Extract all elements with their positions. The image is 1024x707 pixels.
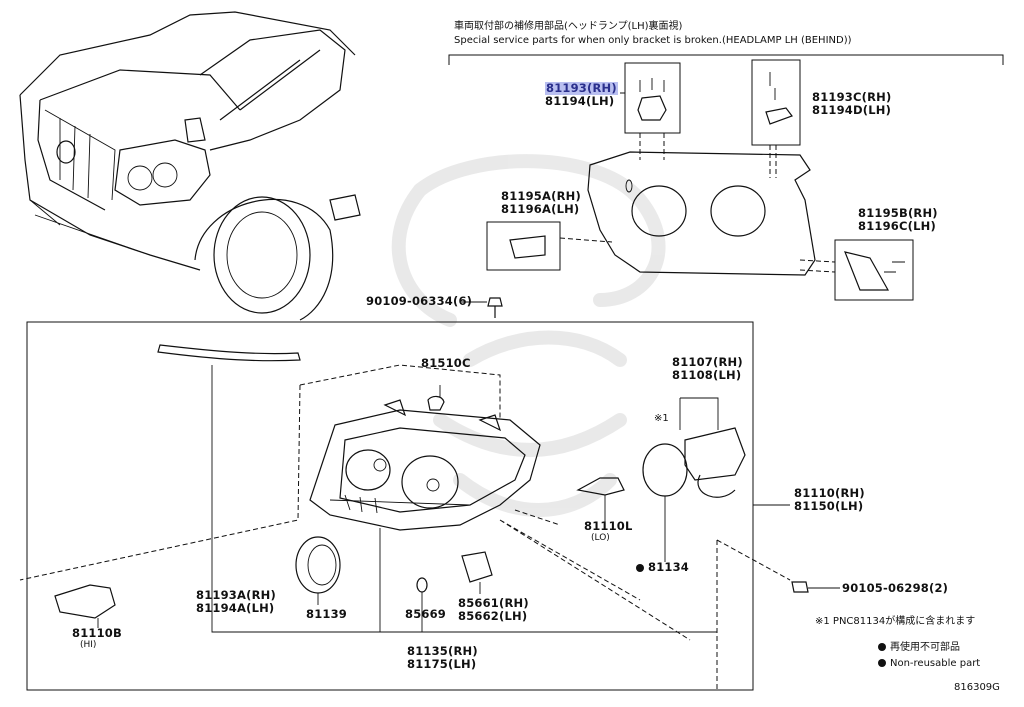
part-number-90109[interactable]: 90109-06334(6) <box>366 294 473 308</box>
part-label-81195b[interactable]: 81195B(RH) 81196C(LH) <box>858 207 938 233</box>
part-number-81107[interactable]: 81107(RH) <box>672 355 743 369</box>
part-sub-lo: (LO) <box>591 533 610 543</box>
part-number-81150[interactable]: 81150(LH) <box>794 499 864 513</box>
legend-en: Non-reusable part <box>878 657 980 670</box>
main-assembly-box <box>19 321 840 691</box>
bolt-90109 <box>462 297 503 318</box>
part-number-81510c[interactable]: 81510C <box>421 356 471 370</box>
part-number-81194[interactable]: 81194(LH) <box>545 94 615 108</box>
diagram-id: 816309G <box>954 682 1000 693</box>
part-label-81110[interactable]: 81110(RH) 81150(LH) <box>794 487 865 513</box>
part-number-90105[interactable]: 90105-06298(2) <box>842 581 949 595</box>
part-number-81195b[interactable]: 81195B(RH) <box>858 206 938 220</box>
part-number-81175[interactable]: 81175(LH) <box>407 657 477 671</box>
bracket-section-title-jp: 車両取付部の補修用部品(ヘッドランプ(LH)裏面視) <box>454 21 683 32</box>
part-number-81110l[interactable]: 81110L <box>584 519 633 533</box>
bracket-section <box>448 54 1004 301</box>
legend-jp: 再使用不可部品 <box>878 641 960 654</box>
part-number-81135[interactable]: 81135(RH) <box>407 644 478 658</box>
part-number-81196c[interactable]: 81196C(LH) <box>858 219 936 233</box>
part-number-81194a[interactable]: 81194A(LH) <box>196 601 275 615</box>
part-number-81195a[interactable]: 81195A(RH) <box>501 189 581 203</box>
vehicle-front-illustration <box>19 11 361 321</box>
part-number-81110[interactable]: 81110(RH) <box>794 486 865 500</box>
part-label-81193c[interactable]: 81193C(RH) 81194D(LH) <box>812 91 891 117</box>
part-label-81195a[interactable]: 81195A(RH) 81196A(LH) <box>501 190 581 216</box>
part-number-85661[interactable]: 85661(RH) <box>458 596 529 610</box>
part-number-81139[interactable]: 81139 <box>306 607 348 621</box>
part-number-81108[interactable]: 81108(LH) <box>672 368 742 382</box>
part-sub-hi: (HI) <box>80 640 97 650</box>
part-number-85669[interactable]: 85669 <box>405 607 447 621</box>
part-label-81134[interactable]: 81134 <box>636 561 689 574</box>
bracket-section-title-en: Special service parts for when only brac… <box>454 35 852 46</box>
part-label-81135[interactable]: 81135(RH) 81175(LH) <box>407 645 478 671</box>
part-number-81193[interactable]: 81193(RH) <box>545 81 618 95</box>
part-label-81107[interactable]: 81107(RH) 81108(LH) <box>672 356 743 382</box>
part-label-81193[interactable]: 81193(RH) 81194(LH) <box>545 82 618 108</box>
part-label-85661[interactable]: 85661(RH) 85662(LH) <box>458 597 529 623</box>
non-reusable-dot-icon <box>636 563 644 572</box>
part-number-81193a[interactable]: 81193A(RH) <box>196 588 276 602</box>
pnc-note: ※1 PNC81134が構成に含まれます <box>815 616 976 627</box>
watermark-logo <box>391 154 666 517</box>
legend-jp-text: 再使用不可部品 <box>890 642 960 653</box>
part-number-81110b[interactable]: 81110B <box>72 626 122 640</box>
part-number-81134[interactable]: 81134 <box>648 560 690 574</box>
legend-dot-icon <box>878 643 886 651</box>
part-number-81196a[interactable]: 81196A(LH) <box>501 202 580 216</box>
part-label-81193a[interactable]: 81193A(RH) 81194A(LH) <box>196 589 276 615</box>
part-number-85662[interactable]: 85662(LH) <box>458 609 528 623</box>
part-number-81194d[interactable]: 81194D(LH) <box>812 103 892 117</box>
note-mark: ※1 <box>654 413 669 424</box>
legend-en-text: Non-reusable part <box>890 658 981 669</box>
part-number-81193c[interactable]: 81193C(RH) <box>812 90 892 104</box>
legend-dot-icon <box>878 659 886 667</box>
